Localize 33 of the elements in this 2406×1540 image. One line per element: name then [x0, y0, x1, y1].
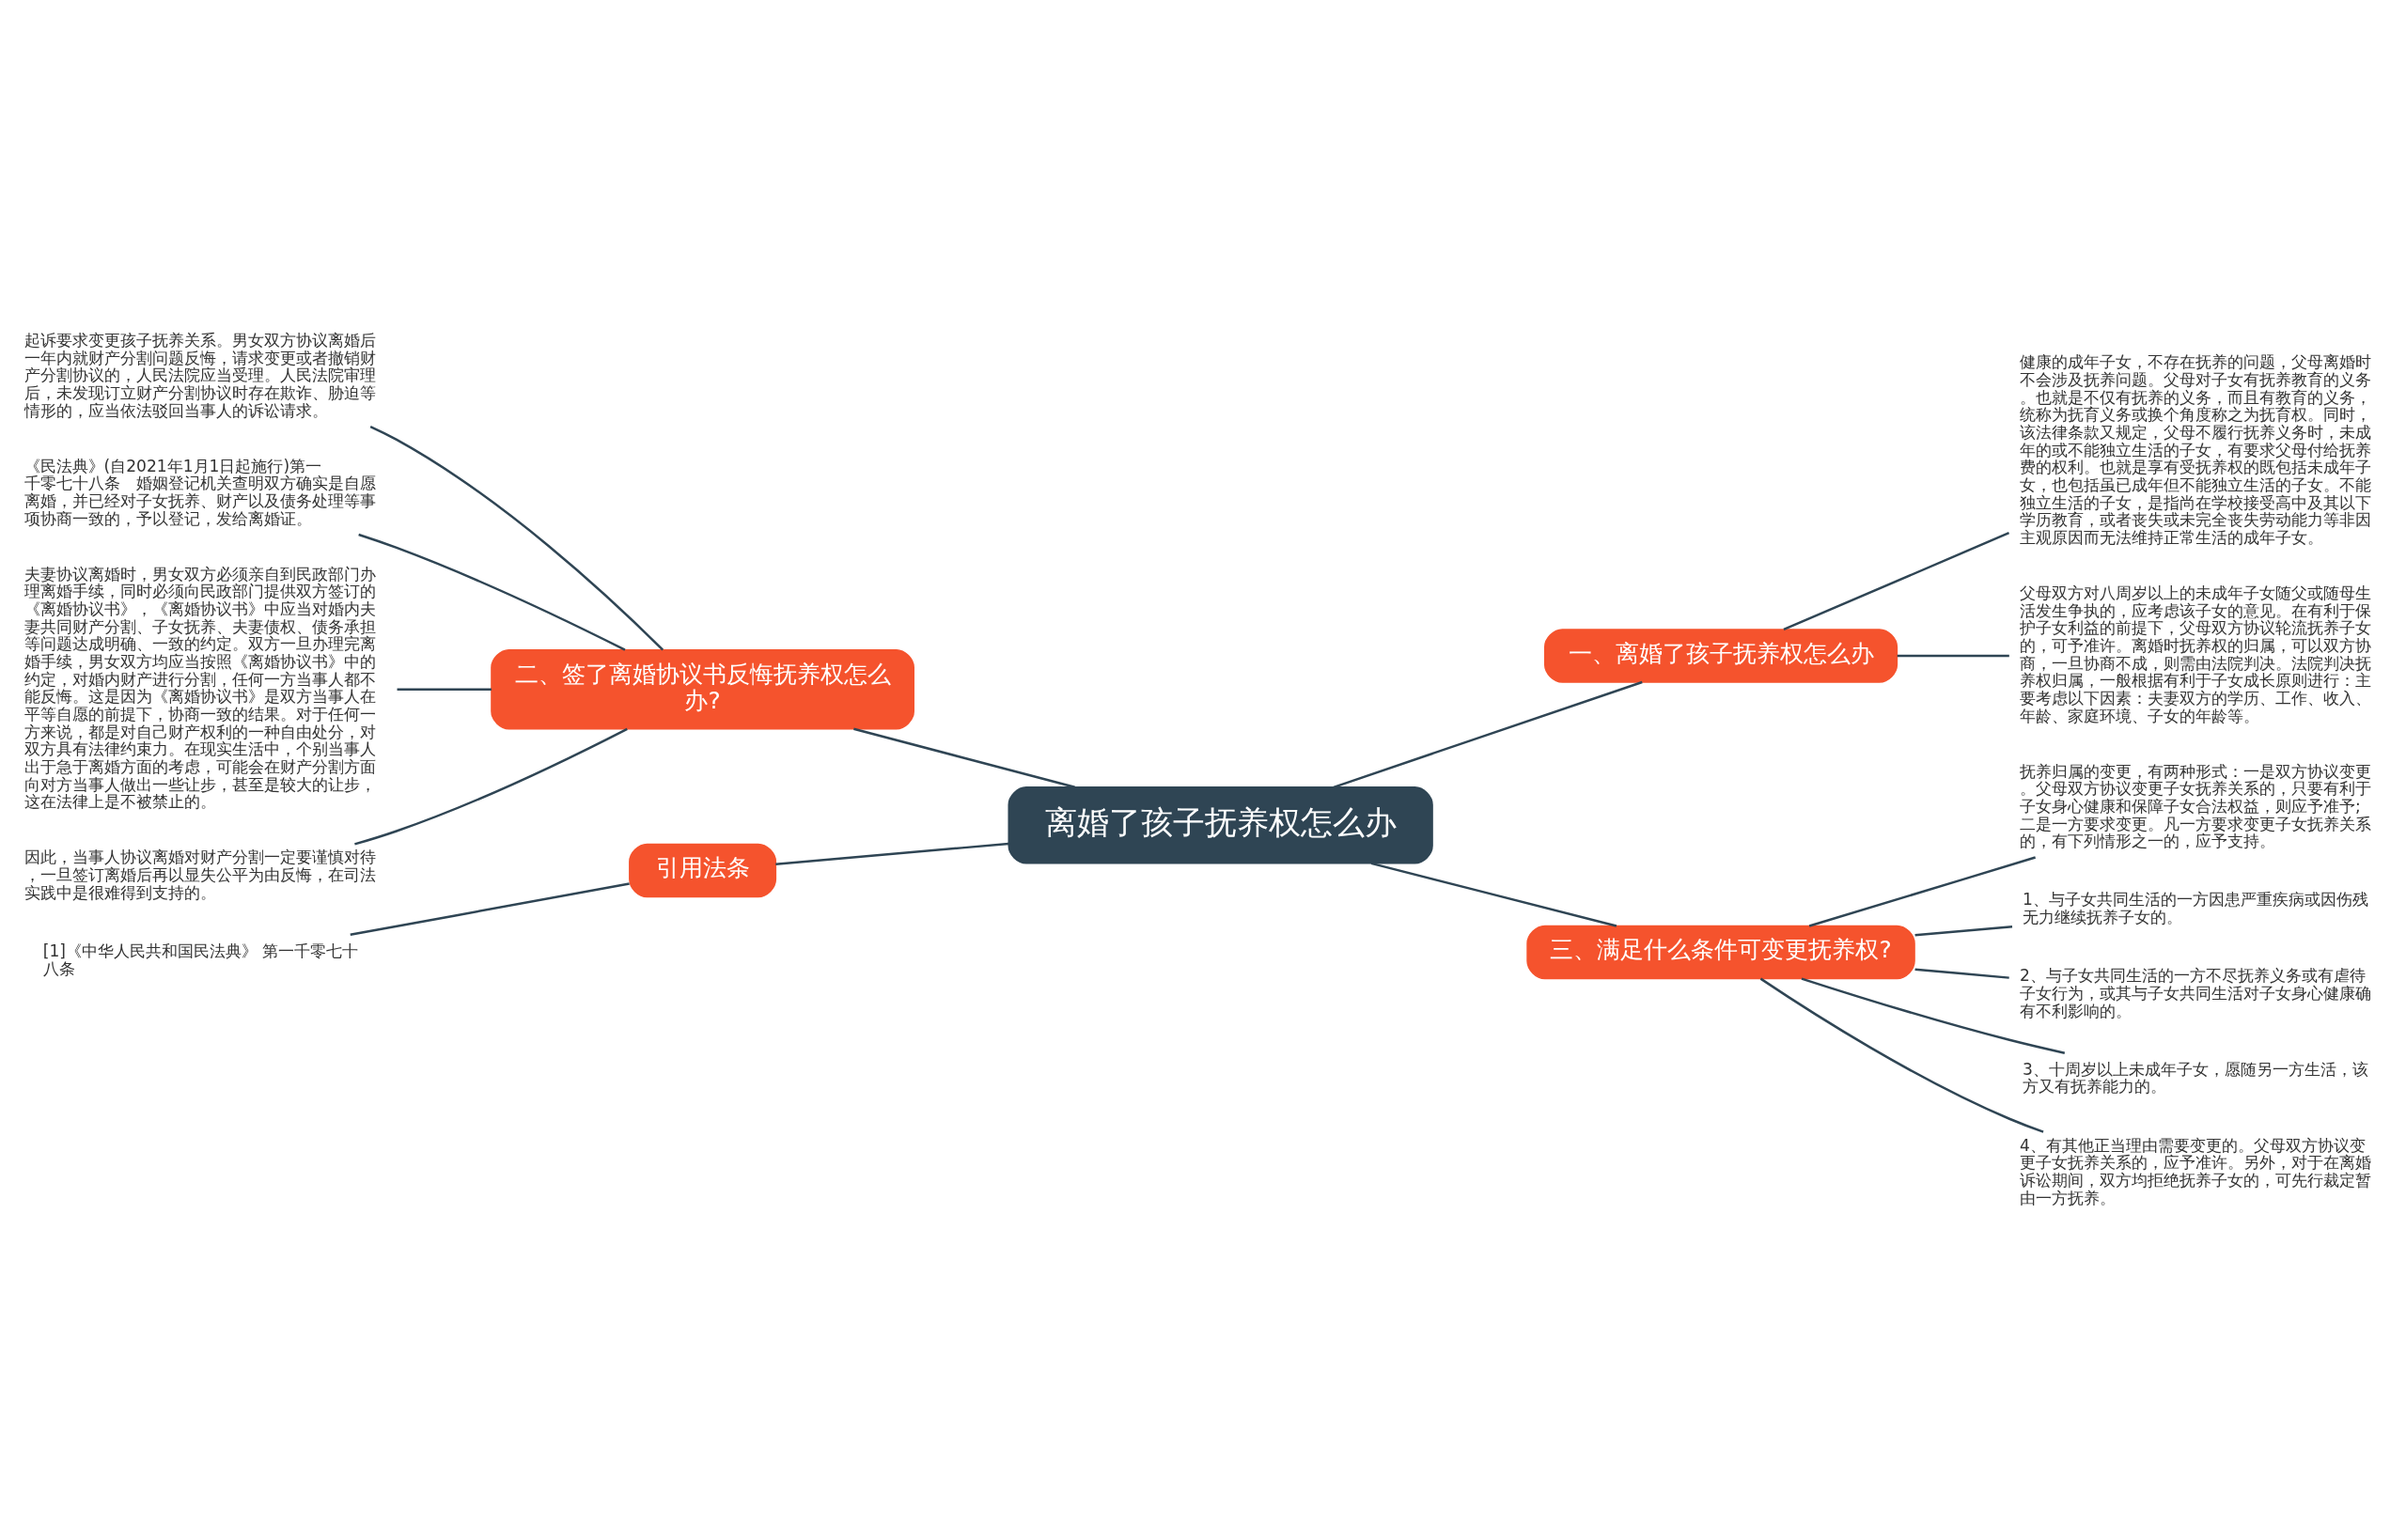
node-text: 《民法典》(自2021年1月1日起施行)第一千零七十八条 婚姻登记机关查明双方确实是自愿离婚，并已经对子女抚养、财产以及债务处理等事项协商一致的，予以登记，发给离婚证。	[23, 456, 376, 528]
connector	[1914, 925, 2013, 937]
node-text: 夫妻协议离婚时，男女双方必须亲自到民政部门办理离婚手续，同时必须向民政部门提供双方签订的《离婚协议书》，《离婚协议书》中应当对婚内夫妻共同财产分割、子女抚养、夫妻债权、债务承担等问题达成明确、一致的约定。双方一旦办理完离婚手续，男女双方均应当按照《离婚协议书》中的约定，对婚内财产进行分割，任何一方当事人都不能反悔。这是因为《离婚协议书》是双方当事人在平等自愿的前提下，协商一致的结果。对于任何一方来说，都是对自己财产权利的一种自由处分，对双方具有法律约束力。在现实生活中，个别当事人出于急于离婚方面的考虑，可能会在财产分割方面向对方当事人做出一些让步，甚至是较大的让步，这在法律上是不被禁止的。	[23, 564, 376, 811]
connector	[1914, 968, 2009, 979]
connector	[354, 727, 628, 846]
connector	[775, 842, 1009, 865]
node-text: 4、有其他正当理由需要变更的。父母双方协议变更子女抚养关系的，应予准许。另外，对于在离婚诉讼期间，双方均拒绝抚养子女的，可先行裁定暂由一方抚养。	[2019, 1135, 2371, 1207]
connector	[1759, 977, 2044, 1133]
node-text: [1]《中华人民共和国民法典》 第一千零七十八条	[42, 941, 359, 978]
node-box: 一、离婚了孩子抚养权怎么办	[1543, 628, 1898, 683]
connector	[1897, 654, 2009, 657]
connector	[358, 533, 626, 651]
node-text: 起诉要求变更孩子抚养关系。男女双方协议离婚后一年内就财产分割问题反悔，请求变更或者撤销财产分割协议的，人民法院应当受理。人民法院审理后，未发现订立财产分割协议时存在欺诈、胁迫等情形的，应当依法驳回当事人的诉讼请求。	[23, 330, 376, 420]
node-text: 1、与子女共同生活的一方因患严重疾病或因伤残无力继续抚养子女的。	[2023, 889, 2368, 926]
node-box: 离婚了孩子抚养权怎么办	[1008, 786, 1433, 863]
connector	[1370, 862, 1617, 927]
connector	[369, 425, 664, 651]
connector	[350, 881, 630, 936]
connector	[1801, 976, 2066, 1054]
connector	[1783, 531, 2010, 630]
node-box: 三、满足什么条件可变更抚养权?	[1526, 925, 1915, 979]
node-text: 健康的成年子女，不存在抚养的问题，父母离婚时不会涉及抚养问题。父母对子女有抚养教育的义务。也就是不仅有抚养的义务，而且有教育的义务，统称为抚育义务或换个角度称之为抚育权。同时，该法律条款又规定，父母不履行抚养义务时，未成年的或不能独立生活的子女，有要求父母付给抚养费的权利。也就是享有受抚养权的既包括未成年子女，也包括虽已成年但不能独立生活的子女。不能独立生活的子女，是指尚在学校接受高中及其以下学历教育，或者丧失或未完全丧失劳动能力等非因主观原因而无法维持正常生活的成年子女。	[2019, 351, 2371, 547]
connector	[1333, 680, 1643, 788]
node-box: 二、签了离婚协议书反悔抚养权怎么办?	[491, 648, 914, 729]
node-text: 父母双方对八周岁以上的未成年子女随父或随母生活发生争执的，应考虑该子女的意见。在有利于保护子女利益的前提下，父母双方协议轮流抚养子女的，可予准许。离婚时抚养权的归属，可以双方协商，一旦协商不成，则需由法院判决。法院判决抚养权归属，一般根据有利于子女成长原则进行：主要考虑以下因素：夫妻双方的学历、工作、收入、年龄、家庭环境、子女的年龄等。	[2019, 583, 2371, 725]
connector	[853, 727, 1075, 788]
connector	[1808, 855, 2036, 927]
connector	[397, 688, 492, 691]
node-text: 2、与子女共同生活的一方不尽抚养义务或有虐待子女行为，或其与子女共同生活对子女身心健康确有不利影响的。	[2019, 965, 2371, 1020]
node-text: 抚养归属的变更，有两种形式：一是双方协议变更。父母双方协议变更子女抚养关系的，只要有利于子女身心健康和保障子女合法权益，则应予准予;二是一方要求变更。凡一方要求变更子女抚养关系的，有下列情形之一的，应予支持。	[2019, 761, 2371, 850]
node-text: 因此，当事人协议离婚对财产分割一定要谨慎对待，一旦签订离婚后再以显失公平为由反悔，在司法实践中是很难得到支持的。	[23, 847, 376, 902]
node-box: 引用法条	[629, 843, 777, 897]
node-text: 3、十周岁以上未成年子女，愿随另一方生活，该方又有抚养能力的。	[2023, 1059, 2368, 1096]
